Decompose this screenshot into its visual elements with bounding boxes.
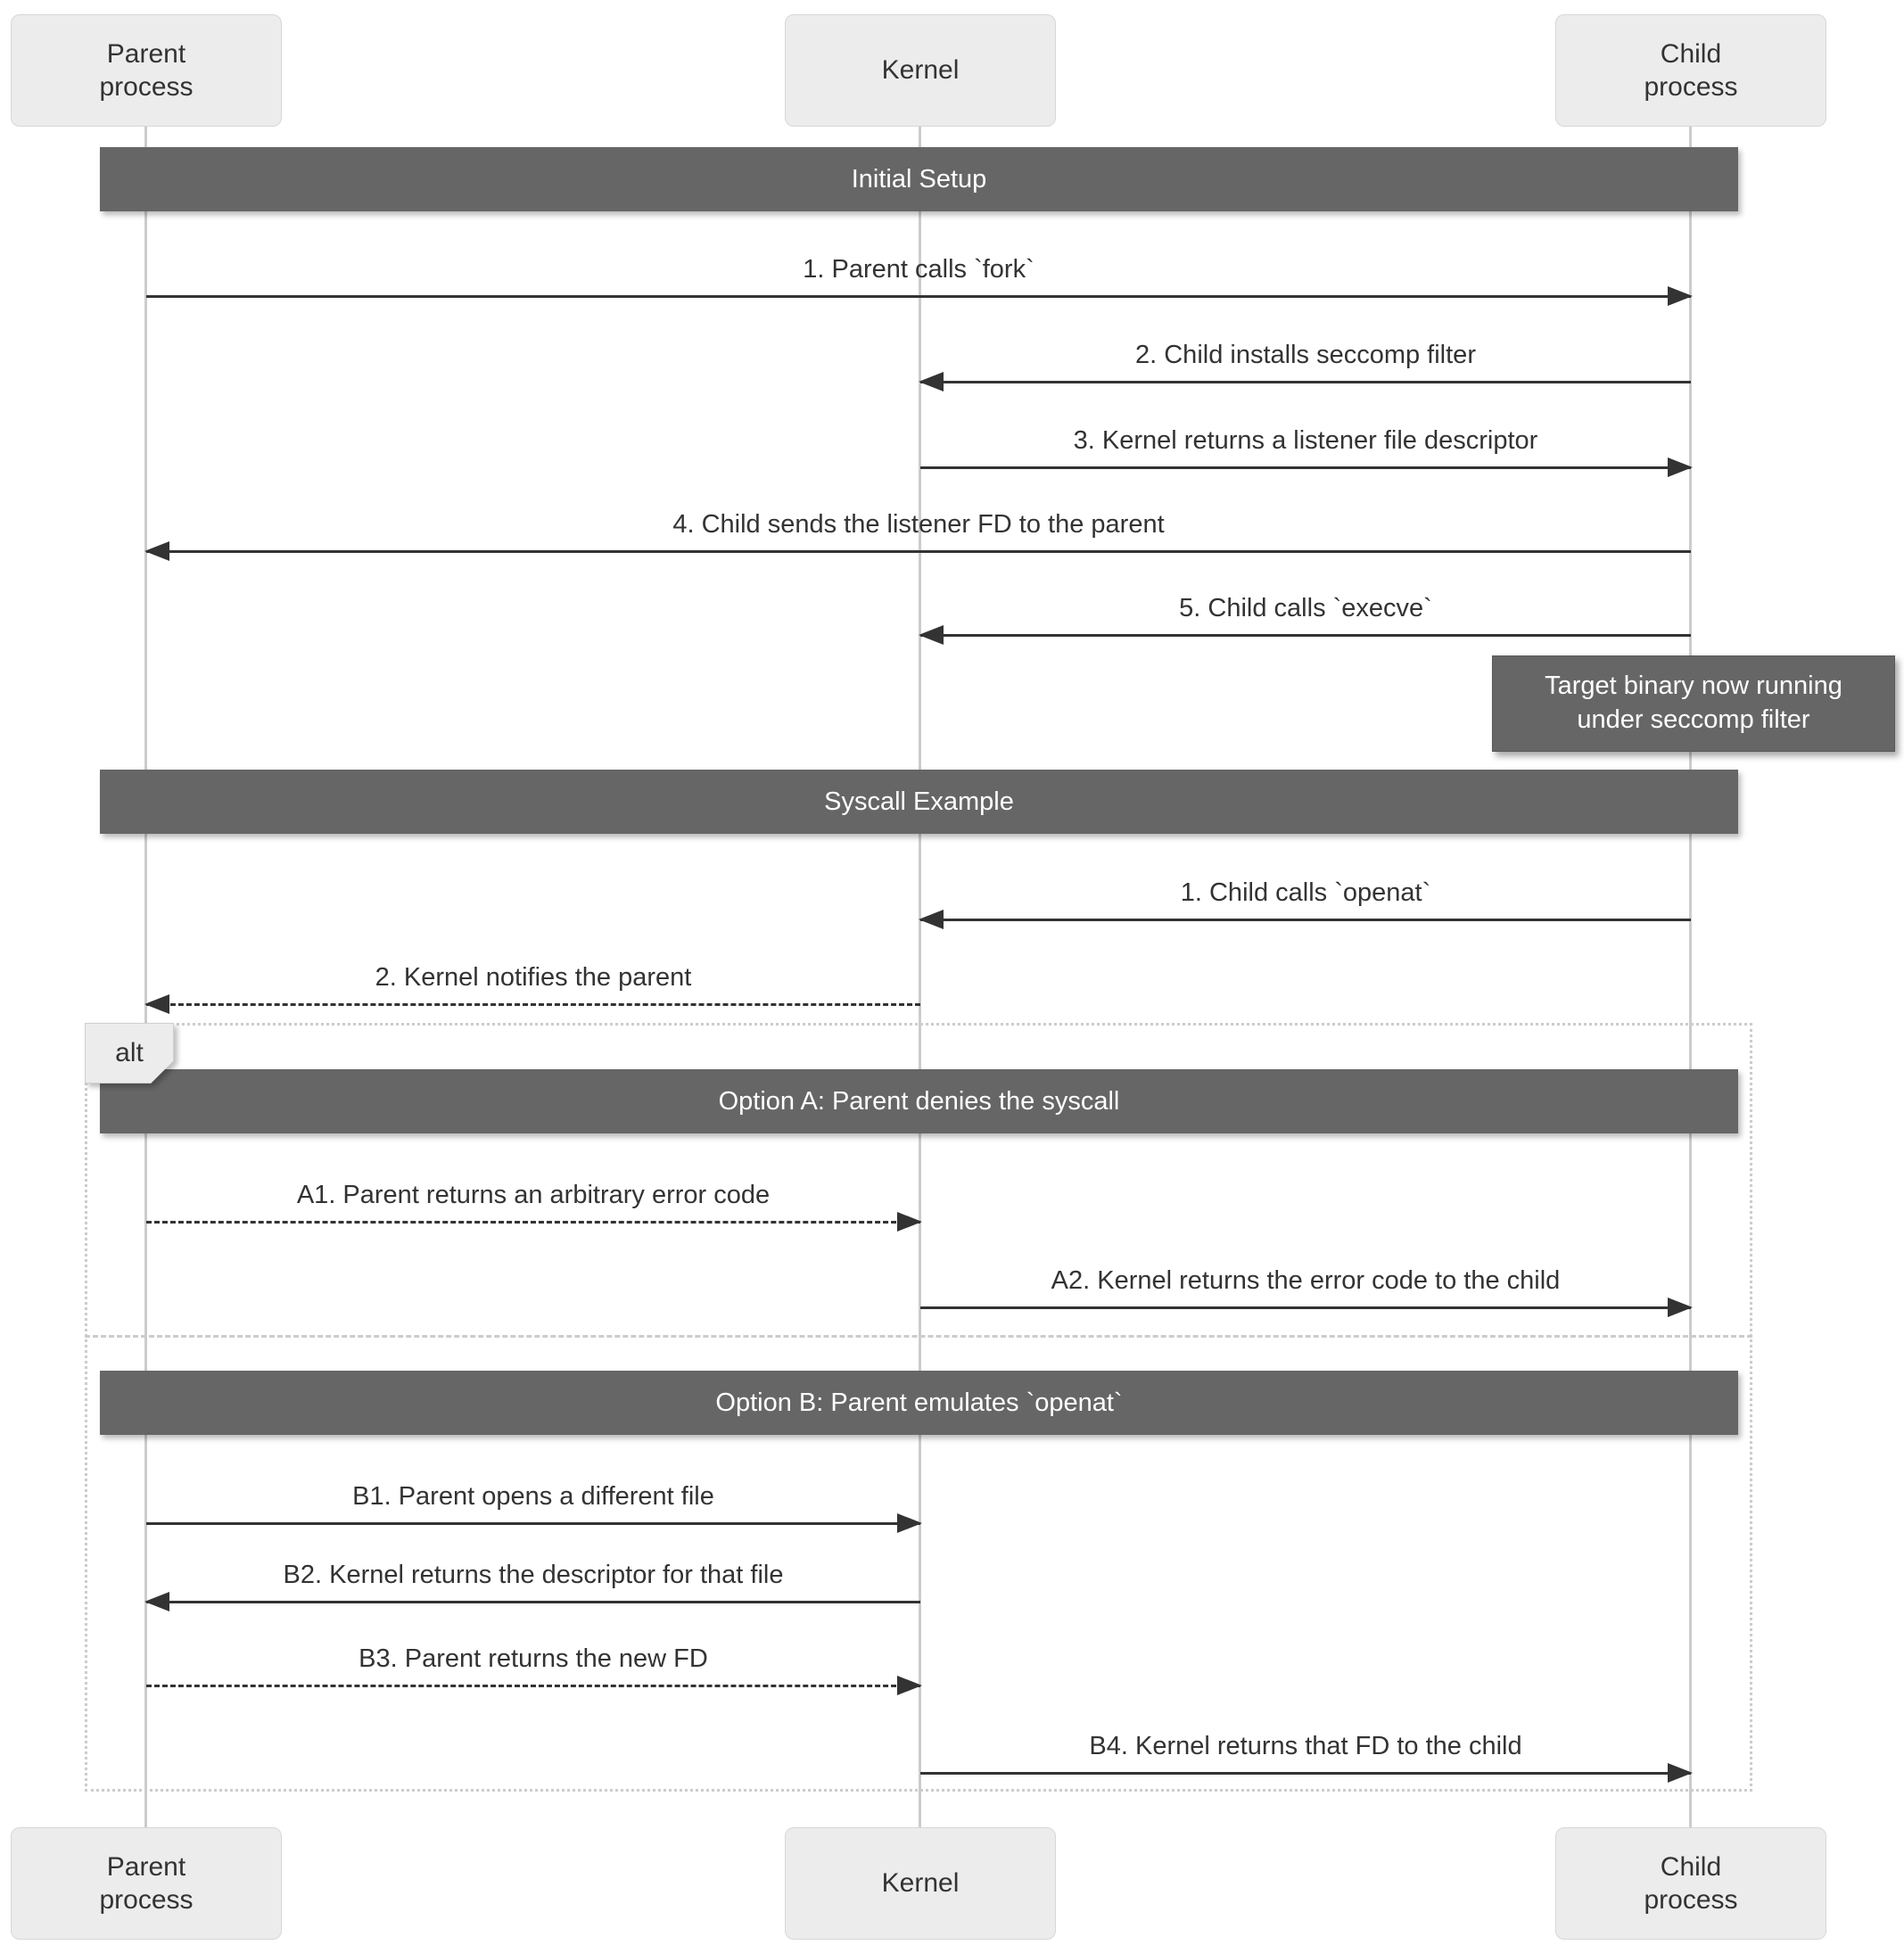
- message-label: 2. Child installs seccomp filter: [1135, 341, 1476, 369]
- arrow-left: [919, 372, 1691, 391]
- arrow-right: [920, 1298, 1693, 1317]
- message-listener-fd: 3. Kernel returns a listener file descri…: [920, 425, 1693, 477]
- arrowhead-icon: [144, 541, 169, 561]
- arrow-right: [920, 1763, 1693, 1783]
- arrowhead-icon: [919, 910, 944, 929]
- message-openat: 1. Child calls `openat`: [919, 878, 1691, 929]
- message-label: A2. Kernel returns the error code to the…: [1051, 1266, 1561, 1295]
- message-b4: B4. Kernel returns that FD to the child: [920, 1731, 1693, 1783]
- lifeline-kernel: [919, 127, 921, 1827]
- message-a2: A2. Kernel returns the error code to the…: [920, 1265, 1693, 1317]
- participant-parent-top: Parent process: [11, 14, 282, 127]
- arrow-left: [144, 1592, 920, 1611]
- arrow-right: [146, 286, 1693, 306]
- participant-parent-bottom: Parent process: [11, 1827, 282, 1940]
- arrowhead-icon: [1668, 457, 1693, 477]
- arrowhead-icon: [144, 994, 169, 1014]
- arrowhead-icon: [1668, 1298, 1693, 1317]
- message-label: 1. Parent calls `fork`: [803, 255, 1034, 284]
- participant-kernel-bottom: Kernel: [785, 1827, 1056, 1940]
- alt-tab: alt: [85, 1023, 174, 1084]
- arrow-left: [919, 625, 1691, 645]
- arrowhead-icon: [897, 1513, 922, 1533]
- message-b1: B1. Parent opens a different file: [146, 1481, 922, 1533]
- alt-divider: [85, 1335, 1752, 1338]
- participant-kernel-top: Kernel: [785, 14, 1056, 127]
- participant-child-top: Child process: [1555, 14, 1826, 127]
- section-option-a: Option A: Parent denies the syscall: [100, 1069, 1738, 1133]
- arrow-right-dashed: [146, 1676, 922, 1695]
- message-label: B1. Parent opens a different file: [352, 1482, 714, 1511]
- arrowhead-icon: [919, 372, 944, 391]
- message-install-seccomp: 2. Child installs seccomp filter: [919, 340, 1691, 391]
- arrowhead-icon: [1668, 1763, 1693, 1783]
- message-notify-parent: 2. Kernel notifies the parent: [144, 962, 920, 1014]
- lifeline-child: [1689, 127, 1692, 1827]
- participant-child-bottom: Child process: [1555, 1827, 1826, 1940]
- message-label: A1. Parent returns an arbitrary error co…: [296, 1181, 771, 1209]
- message-label: B2. Kernel returns the descriptor for th…: [283, 1561, 784, 1589]
- section-syscall-example: Syscall Example: [100, 770, 1738, 834]
- message-label: B3. Parent returns the new FD: [359, 1644, 708, 1673]
- arrow-left-dashed: [144, 994, 920, 1014]
- message-label: B4. Kernel returns that FD to the child: [1089, 1732, 1522, 1760]
- note-target-binary: Target binary now running under seccomp …: [1492, 655, 1895, 752]
- message-send-fd: 4. Child sends the listener FD to the pa…: [144, 509, 1691, 561]
- arrow-left: [144, 541, 1691, 561]
- arrowhead-icon: [1668, 286, 1693, 306]
- alt-frame: [85, 1023, 1752, 1792]
- arrow-right-dashed: [146, 1212, 922, 1232]
- arrowhead-icon: [897, 1212, 922, 1232]
- message-label: 3. Kernel returns a listener file descri…: [1073, 426, 1538, 455]
- arrow-left: [919, 910, 1691, 929]
- section-initial-setup: Initial Setup: [100, 147, 1738, 211]
- alt-tab-label: alt: [85, 1023, 174, 1084]
- message-a1: A1. Parent returns an arbitrary error co…: [146, 1180, 922, 1232]
- message-b3: B3. Parent returns the new FD: [146, 1644, 922, 1695]
- arrow-right: [146, 1513, 922, 1533]
- lifeline-parent: [144, 127, 147, 1827]
- message-b2: B2. Kernel returns the descriptor for th…: [144, 1560, 920, 1611]
- message-fork: 1. Parent calls `fork`: [146, 254, 1693, 306]
- message-execve: 5. Child calls `execve`: [919, 593, 1691, 645]
- message-label: 5. Child calls `execve`: [1179, 594, 1432, 622]
- arrowhead-icon: [897, 1676, 922, 1695]
- message-label: 4. Child sends the listener FD to the pa…: [672, 510, 1165, 539]
- arrowhead-icon: [144, 1592, 169, 1611]
- message-label: 1. Child calls `openat`: [1180, 878, 1431, 907]
- section-option-b: Option B: Parent emulates `openat`: [100, 1371, 1738, 1435]
- message-label: 2. Kernel notifies the parent: [375, 963, 692, 992]
- arrow-right: [920, 457, 1693, 477]
- arrowhead-icon: [919, 625, 944, 645]
